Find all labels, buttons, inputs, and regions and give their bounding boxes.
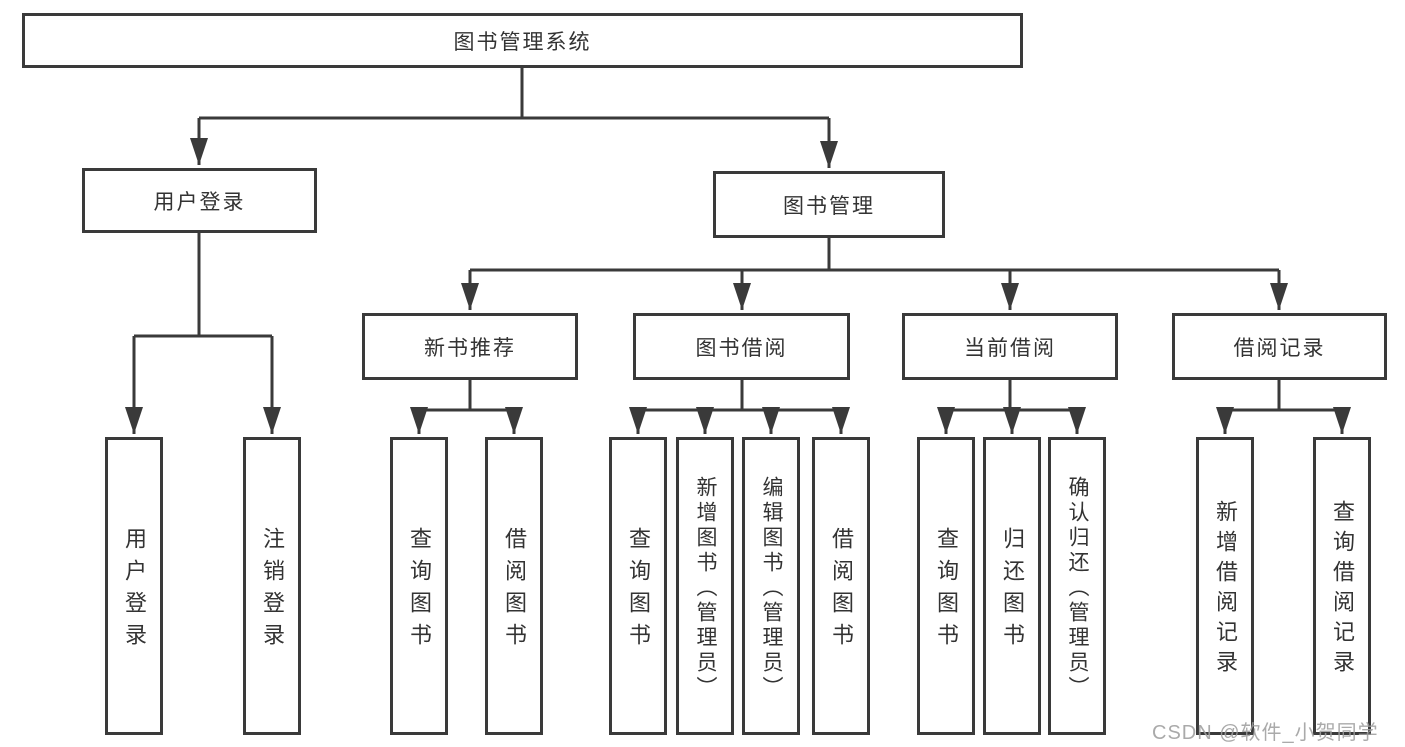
- node-book-management-label: 图书管理: [783, 194, 875, 218]
- leaf-logout-action: 注销登录: [243, 437, 301, 735]
- node-user-login-label: 用户登录: [153, 190, 246, 214]
- node-book-borrowing-label: 图书借阅: [695, 336, 788, 360]
- leaf-bb-add-book-admin: 新增图书（管理员）: [676, 437, 734, 735]
- node-borrowing-records: 借阅记录: [1172, 313, 1387, 380]
- leaf-cb-return-book: 归还图书: [983, 437, 1041, 735]
- node-book-borrowing: 图书借阅: [633, 313, 850, 380]
- node-current-borrowing: 当前借阅: [902, 313, 1118, 380]
- node-current-borrowing-label: 当前借阅: [964, 336, 1056, 360]
- node-root-label: 图书管理系统: [453, 30, 592, 54]
- node-root-system: 图书管理系统: [22, 13, 1023, 68]
- node-borrowing-records-label: 借阅记录: [1233, 336, 1326, 360]
- node-book-management-branch: 图书管理: [713, 171, 945, 238]
- leaf-bb-borrow-book: 借阅图书: [812, 437, 870, 735]
- node-new-book-recommend: 新书推荐: [362, 313, 578, 380]
- csdn-watermark: CSDN @软件_小贺同学: [1152, 722, 1379, 744]
- leaf-bb-query-book: 查询图书: [609, 437, 667, 735]
- leaf-br-query-record: 查询借阅记录: [1313, 437, 1371, 735]
- leaf-cb-query-book: 查询图书: [917, 437, 975, 735]
- leaf-nbr-borrow-book: 借阅图书: [485, 437, 543, 735]
- node-new-book-recommend-label: 新书推荐: [424, 336, 516, 360]
- node-user-login-branch: 用户登录: [82, 168, 317, 233]
- leaf-user-login-action: 用户登录: [105, 437, 163, 735]
- leaf-cb-confirm-return-admin: 确认归还（管理员）: [1048, 437, 1106, 735]
- leaf-nbr-query-book: 查询图书: [390, 437, 448, 735]
- leaf-br-add-record: 新增借阅记录: [1196, 437, 1254, 735]
- leaf-bb-edit-book-admin: 编辑图书（管理员）: [742, 437, 800, 735]
